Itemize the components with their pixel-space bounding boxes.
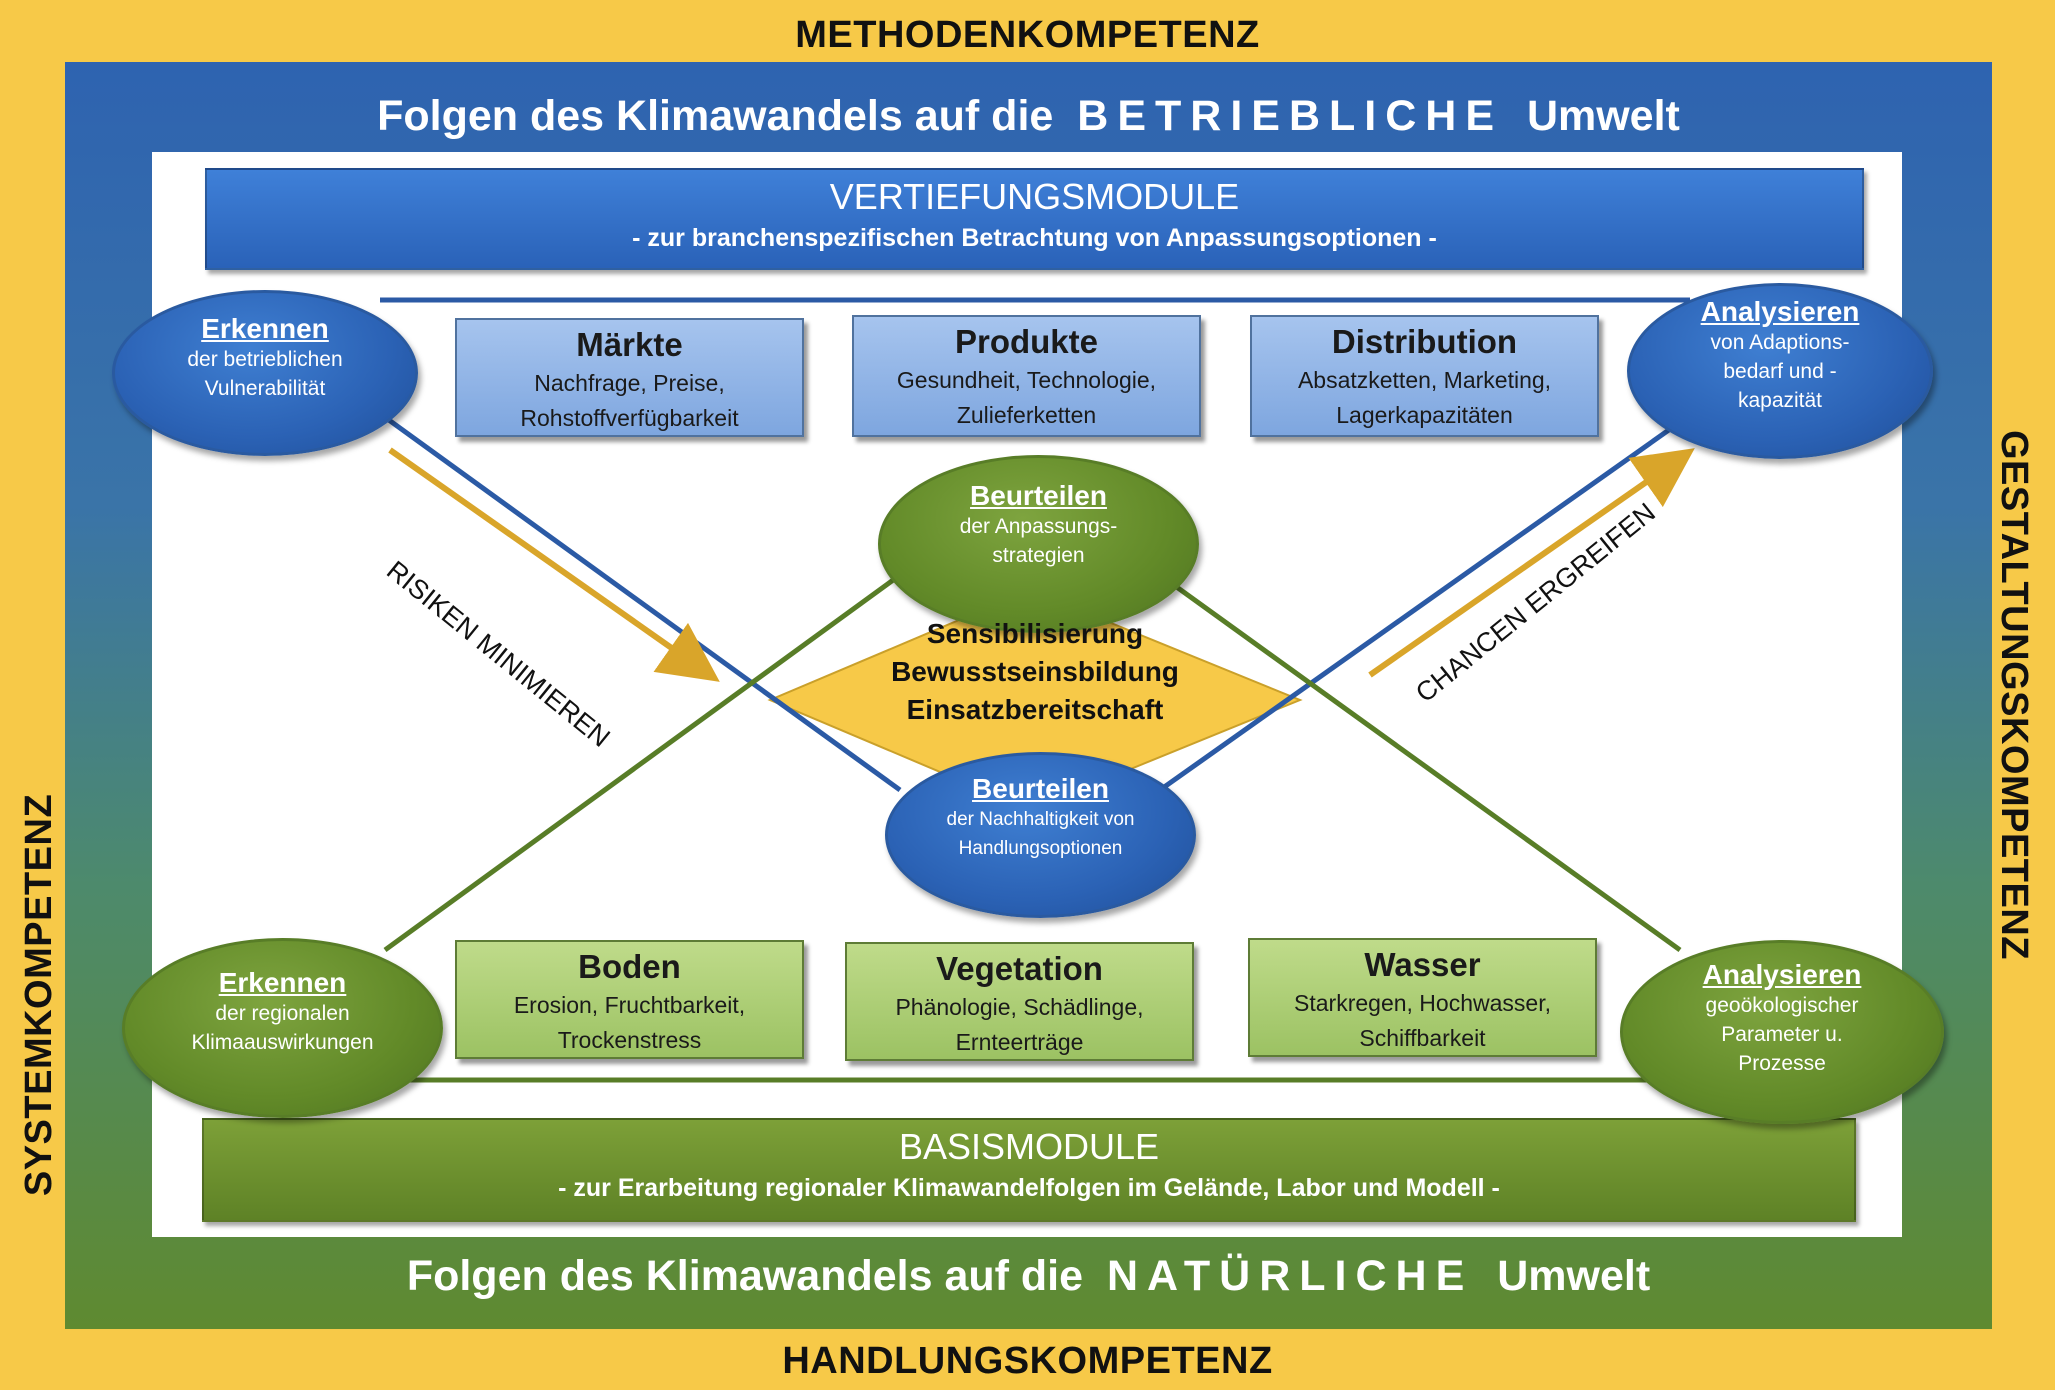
title-bottom-prefix: Folgen des Klimawandels auf die <box>406 1252 1084 1300</box>
ellipse-title: Erkennen <box>218 967 347 998</box>
arrow-chancen <box>1368 448 1695 678</box>
ellipse-line: der Anpassungs- <box>959 515 1118 538</box>
title-top-suffix: Umwelt <box>1526 92 1680 140</box>
box-line: Trockenstress <box>557 1027 702 1053</box>
box-produkte: Produkte Gesundheit, Technologie, Zulief… <box>852 315 1201 437</box>
ellipse-analysieren-geooekologisch: Analysieren geoökologischer Parameter u.… <box>1620 940 1944 1124</box>
vertiefungsmodule-subtitle: - zur branchenspezifischen Betrachtung v… <box>632 224 1437 252</box>
box-title: Distribution <box>1331 323 1518 360</box>
line-green-left-diagonal <box>383 572 902 953</box>
ellipse-line: der regionalen <box>215 1002 350 1025</box>
box-title: Märkte <box>576 326 683 363</box>
box-maerkte: Märkte Nachfrage, Preise, Rohstoffverfüg… <box>455 318 804 437</box>
box-distribution: Distribution Absatzketten, Marketing, La… <box>1250 315 1599 437</box>
box-boden: Boden Erosion, Fruchtbarkeit, Trockenstr… <box>455 940 804 1059</box>
ellipse-title: Erkennen <box>201 313 329 344</box>
box-line: Zulieferketten <box>956 402 1097 428</box>
box-line: Starkregen, Hochwasser, <box>1294 990 1551 1016</box>
title-bottom-keyword: NATÜRLICHE <box>1106 1252 1474 1300</box>
ellipse-line: geoökologischer <box>1705 994 1859 1017</box>
box-line: Erosion, Fruchtbarkeit, <box>513 992 746 1018</box>
center-diamond-text: Sensibilisierung Bewusstseinsbildung Ein… <box>840 615 1230 729</box>
box-line: Nachfrage, Preise, <box>534 370 725 396</box>
basismodule-title: BASISMODULE <box>898 1126 1160 1167</box>
title-natuerliche-umwelt: Folgen des Klimawandels auf die NATÜRLIC… <box>65 1252 1992 1301</box>
ellipse-beurteilen-nachhaltigkeit: Beurteilen der Nachhaltigkeit von Handlu… <box>885 752 1196 918</box>
box-line: Absatzketten, Marketing, <box>1297 367 1552 393</box>
box-line: Schiffbarkeit <box>1359 1025 1486 1051</box>
vertiefungsmodule-title: VERTIEFUNGSMODULE <box>829 176 1240 217</box>
center-line: Sensibilisierung <box>926 618 1144 649</box>
ellipse-title: Analysieren <box>1700 296 1860 327</box>
box-line: Rohstoffverfügbarkeit <box>520 405 739 431</box>
basismodule-bar: BASISMODULE - zur Erarbeitung regionaler… <box>202 1118 1856 1222</box>
box-line: Lagerkapazitäten <box>1336 402 1513 428</box>
box-line: Phänologie, Schädlinge, <box>895 994 1144 1020</box>
box-title: Boden <box>578 948 681 985</box>
ellipse-line: Vulnerabilität <box>204 377 326 400</box>
ellipse-analysieren-adaptionsbedarf: Analysieren von Adaptions- bedarf und - … <box>1627 283 1933 459</box>
ellipse-title: Beurteilen <box>970 480 1107 511</box>
ellipse-line: Handlungsoptionen <box>958 838 1123 859</box>
center-line: Einsatzbereitschaft <box>906 694 1164 725</box>
line-green-right-diagonal <box>1158 572 1682 953</box>
title-betriebliche-umwelt: Folgen des Klimawandels auf die BETRIEBL… <box>65 92 1992 141</box>
ellipse-line: strategien <box>992 544 1085 567</box>
ellipse-line: von Adaptions- <box>1710 331 1850 354</box>
box-vegetation: Vegetation Phänologie, Schädlinge, Ernte… <box>845 942 1194 1061</box>
center-line: Bewusstseinsbildung <box>891 656 1179 687</box>
ellipse-line: Prozesse <box>1738 1052 1826 1075</box>
ellipse-title: Analysieren <box>1702 959 1862 990</box>
ellipse-erkennen-klimaauswirkungen: Erkennen der regionalen Klimaauswirkunge… <box>122 938 443 1118</box>
box-line: Gesundheit, Technologie, <box>896 367 1157 393</box>
competence-top-label: METHODENKOMPETENZ <box>795 14 1260 56</box>
ellipse-line: Parameter u. <box>1721 1023 1843 1046</box>
ellipse-beurteilen-anpassungsstrategien: Beurteilen der Anpassungs- strategien <box>878 455 1199 633</box>
line-blue-right-diagonal <box>1158 412 1692 793</box>
title-top-keyword: BETRIEBLICHE <box>1077 92 1503 140</box>
box-title: Vegetation <box>936 950 1103 987</box>
box-line: Ernteerträge <box>955 1029 1084 1055</box>
arrow-risiken <box>388 447 720 682</box>
ellipse-line: der Nachhaltigkeit von <box>946 809 1135 830</box>
box-title: Produkte <box>954 323 1099 360</box>
ellipse-line: der betrieblichen <box>187 348 343 371</box>
ellipse-line: Klimaauswirkungen <box>191 1031 374 1054</box>
ellipse-title: Beurteilen <box>972 773 1109 804</box>
title-bottom-suffix: Umwelt <box>1497 1252 1651 1300</box>
basismodule-subtitle: - zur Erarbeitung regionaler Klimawandel… <box>558 1174 1500 1202</box>
ellipse-line: bedarf und - <box>1723 360 1837 383</box>
box-wasser: Wasser Starkregen, Hochwasser, Schiffbar… <box>1248 938 1597 1057</box>
line-blue-left-diagonal <box>373 407 902 793</box>
vertiefungsmodule-bar: VERTIEFUNGSMODULE - zur branchenspezifis… <box>205 168 1864 270</box>
competence-bottom-label: HANDLUNGSKOMPETENZ <box>782 1340 1273 1382</box>
title-top-prefix: Folgen des Klimawandels auf die <box>377 92 1054 140</box>
ellipse-line: kapazität <box>1737 389 1823 412</box>
box-title: Wasser <box>1364 946 1481 983</box>
ellipse-erkennen-vulnerabilitaet: Erkennen der betrieblichen Vulnerabilitä… <box>112 290 418 456</box>
